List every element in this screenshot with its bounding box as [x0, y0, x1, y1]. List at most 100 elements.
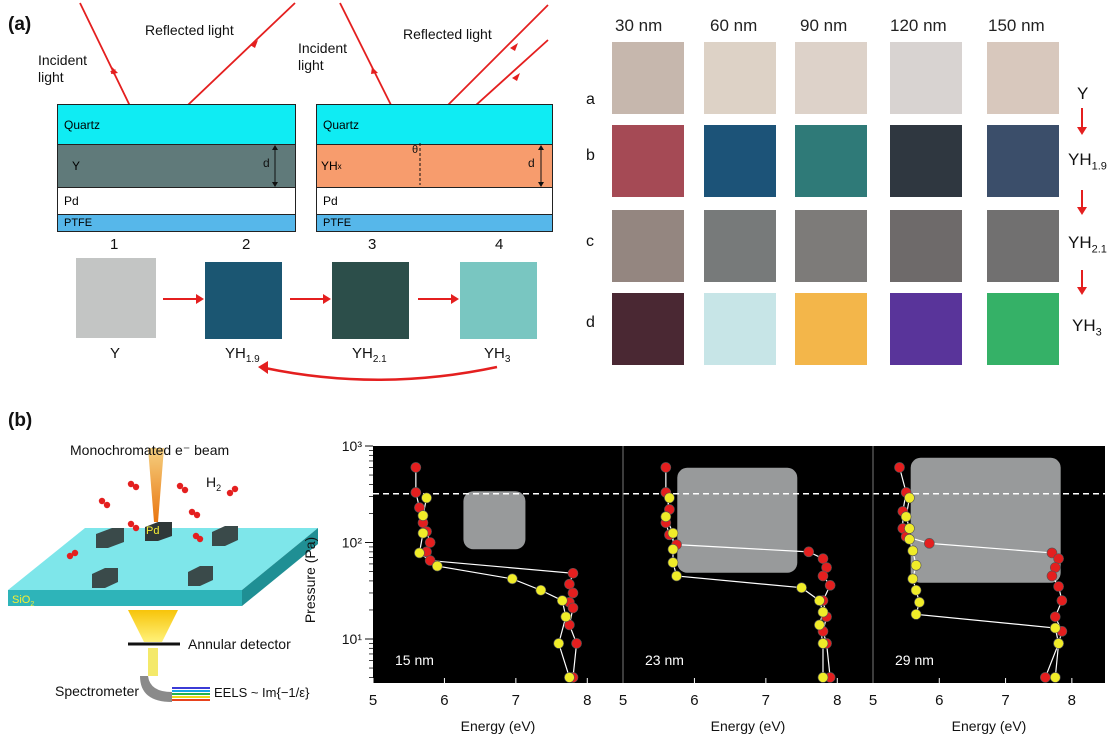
data-point-1-2-2 [417, 510, 429, 521]
sample-yh1.9 [205, 262, 282, 339]
data-point-1-2-3 [417, 527, 429, 539]
data-point-1-1-6 [424, 537, 436, 548]
seq-num-3: 3 [368, 236, 377, 253]
pd-label: Pd [146, 525, 160, 537]
x-tick-label-1-4: 8 [583, 692, 591, 709]
swatch-a-2 [704, 42, 776, 114]
x-tick-label-3-2: 6 [935, 692, 943, 709]
data-point-1-2-5 [431, 560, 443, 572]
data-point-2-2-7 [796, 582, 807, 594]
x-tick-label-3-3: 7 [1001, 692, 1009, 709]
data-point-1-1-9 [567, 567, 579, 579]
x-axis-label-3: Energy (eV) [952, 718, 1027, 734]
data-point-1-1-13 [567, 602, 579, 614]
data-point-1-1-2 [410, 487, 422, 498]
data-point-3-1-13 [1049, 611, 1061, 623]
sample-y [76, 258, 156, 338]
row-letter-b: b [586, 147, 595, 164]
swatch-d-4 [890, 293, 962, 365]
seq-num-4: 4 [495, 236, 504, 253]
thickness-150: 150 nm [988, 16, 1045, 35]
thickness-annotation-3: 29 nm [895, 652, 934, 668]
detector-label: Annular detector [188, 636, 291, 652]
thickness-90: 90 nm [800, 16, 848, 35]
data-point-3-1-16 [1040, 672, 1051, 683]
data-point-1-2-1 [421, 492, 432, 504]
spectrometer-label: Spectrometer [55, 683, 140, 699]
swatch-b-3 [795, 125, 867, 197]
d-arrow-2 [538, 145, 544, 187]
thickness-30: 30 nm [615, 16, 663, 35]
data-point-3-2-1 [904, 492, 915, 504]
seq-num-2: 2 [242, 236, 251, 253]
h2-label: H2 [206, 474, 222, 493]
data-point-1-2-11 [564, 672, 575, 683]
data-point-2-2-2 [660, 511, 672, 523]
swatch-c-2 [704, 210, 776, 282]
swatch-d-3 [795, 293, 867, 365]
x-tick-label-3-4: 8 [1068, 692, 1076, 709]
panel-a-label: (a) [8, 14, 32, 35]
ptfe-layer-2: PTFE [316, 214, 553, 232]
data-point-3-2-4 [904, 533, 915, 545]
swatch-b-5 [987, 125, 1059, 197]
data-point-1-1-11 [567, 587, 579, 599]
swatch-b-1 [612, 125, 684, 197]
data-point-3-2-9 [914, 597, 925, 608]
swatch-c-3 [795, 210, 867, 282]
data-point-1-2-6 [506, 573, 518, 585]
thickness-annotation-2: 23 nm [645, 652, 684, 668]
sio2-label: SiO2 [12, 594, 35, 609]
y-tick-label-1: 10¹ [342, 631, 363, 647]
x-axis-label-2: Energy (eV) [711, 718, 786, 734]
data-point-1-2-10 [553, 638, 565, 649]
seq-label-3: YH2.1 [352, 345, 387, 365]
hydride-image-3 [910, 457, 1061, 583]
data-point-2-2-9 [817, 606, 829, 618]
theta-label: θ [412, 144, 419, 156]
swatch-a-4 [890, 42, 962, 114]
data-point-2-1-10 [817, 570, 829, 582]
data-point-1-2-4 [414, 547, 425, 559]
data-point-3-2-11 [1049, 622, 1061, 634]
x-axis-label-1: Energy (eV) [461, 718, 536, 734]
data-point-3-2-8 [910, 584, 922, 596]
hydride-image-2 [677, 467, 798, 573]
y-tick-label-3: 10³ [342, 438, 363, 454]
reflected-light-label-1: Reflected light [145, 22, 234, 38]
chart-bg-1 [373, 446, 623, 683]
x-tick-label-2-3: 7 [762, 692, 770, 709]
theta-normal [419, 143, 421, 185]
data-point-2-1-11 [824, 580, 836, 591]
data-point-3-2-12 [1053, 638, 1064, 649]
reflected-light-label-2: Reflected light [403, 26, 492, 42]
d-label-2: d [528, 156, 535, 170]
data-point-3-1-10 [1046, 570, 1058, 582]
thickness-60: 60 nm [710, 16, 758, 35]
data-point-3-1-12 [1056, 595, 1068, 606]
beam-label: Monochromated e⁻ beam [70, 442, 230, 458]
row-arrows [1077, 108, 1087, 295]
data-point-3-2-3 [904, 523, 915, 534]
ptfe-layer-1: PTFE [57, 214, 296, 232]
x-tick-label-3-1: 5 [869, 692, 877, 709]
y-tick-label-2: 10² [342, 535, 363, 551]
swatch-a-1 [612, 42, 684, 114]
data-point-3-2-7 [907, 573, 919, 585]
data-point-1-1-8 [424, 555, 436, 566]
data-point-1-1-1 [410, 462, 422, 473]
data-point-1-2-9 [560, 611, 572, 623]
x-tick-label-1-1: 5 [369, 692, 377, 709]
swatch-c-4 [890, 210, 962, 282]
row-label-y: Y [1077, 84, 1089, 103]
seq-num-1: 1 [110, 236, 119, 253]
incident-light-label-2: Incident light [298, 40, 348, 73]
seq-label-4: YH3 [484, 345, 511, 365]
data-point-3-1-1 [894, 462, 905, 473]
data-point-2-2-1 [664, 492, 675, 504]
thickness-annotation-1: 15 nm [395, 652, 434, 668]
swatch-a-5 [987, 42, 1059, 114]
incident-light-label-1: Incident light [38, 52, 88, 85]
